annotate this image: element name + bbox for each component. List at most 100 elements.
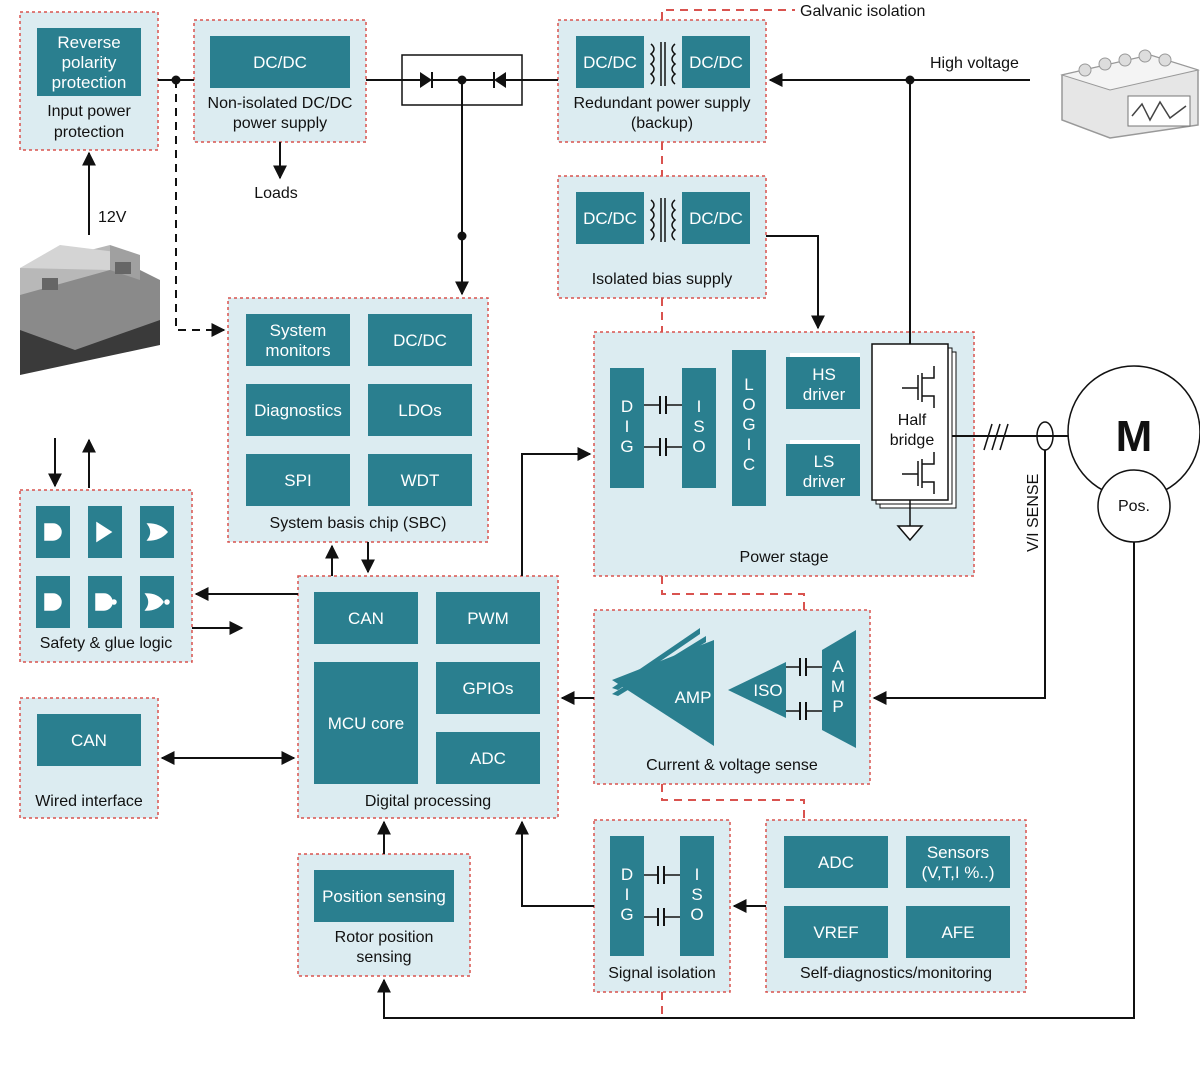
ps-dig-i: I xyxy=(625,417,630,436)
system-basis-chip: System monitors DC/DC Diagnostics LDOs S… xyxy=(227,297,489,543)
self-diag-label: Self-diagnostics/monitoring xyxy=(800,965,992,982)
ps-logic-c: C xyxy=(743,455,755,474)
sbc-ldos: LDOs xyxy=(398,401,441,420)
safety-logic-label: Safety & glue logic xyxy=(40,635,173,652)
dp-can: CAN xyxy=(348,609,384,628)
position-sensing-block: Position sensing xyxy=(322,887,446,906)
power-stage: D I G I S O L O G I C HS driver LS drive… xyxy=(593,331,975,577)
sbc-label: System basis chip (SBC) xyxy=(270,515,447,532)
high-voltage-source: High voltage xyxy=(930,49,1200,139)
half-bridge-line2: bridge xyxy=(890,432,935,449)
isolated-bias-supply: DC/DC DC/DC Isolated bias supply xyxy=(557,175,767,299)
dp-adc: ADC xyxy=(470,749,506,768)
si-dig-d: D xyxy=(621,865,633,884)
sbc-wdt: WDT xyxy=(401,471,440,490)
hv-battery-icon xyxy=(1060,49,1200,139)
redundant-power-supply: DC/DC DC/DC Redundant power supply (back… xyxy=(557,19,767,143)
or-gate-icon xyxy=(146,523,168,541)
transformer-icon xyxy=(649,198,677,242)
motor-label: M xyxy=(1116,412,1153,461)
and-gate-icon xyxy=(44,593,62,611)
buffer-gate-icon xyxy=(96,521,113,543)
sd-sensors-line1: Sensors xyxy=(927,843,989,862)
redundant-label-line1: Redundant power supply xyxy=(573,95,750,112)
power-stage-label: Power stage xyxy=(740,549,829,566)
input-power-label-line1: Input power xyxy=(47,103,131,120)
rotor-position-label-line2: sensing xyxy=(356,949,411,966)
wired-can: CAN xyxy=(71,731,107,750)
dp-pwm: PWM xyxy=(467,609,509,628)
battery-icon xyxy=(20,245,160,375)
battery-voltage-label: 12V xyxy=(98,209,127,226)
si-dig-i: I xyxy=(625,885,630,904)
ps-logic-g: G xyxy=(742,415,755,434)
loads-label: Loads xyxy=(254,185,298,202)
galvanic-isolation-barrier: Galvanic isolation xyxy=(661,3,925,1015)
bias-dcdc-right: DC/DC xyxy=(689,209,743,228)
digital-processing: CAN PWM MCU core GPIOs ADC Digital proce… xyxy=(297,575,559,819)
nonisolated-dcdc-block: DC/DC xyxy=(253,53,307,72)
connections xyxy=(158,73,1135,1019)
rotor-position-sensing: Position sensing Rotor position sensing xyxy=(297,853,471,977)
reverse-polarity-line1: Reverse xyxy=(57,33,120,52)
capacitor-icon xyxy=(644,908,680,926)
ps-iso-o: O xyxy=(692,437,705,456)
current-voltage-sense: AMP ISO A M P Current & voltage sense xyxy=(593,609,871,785)
ps-dig-g: G xyxy=(620,437,633,456)
sbc-spi: SPI xyxy=(284,471,311,490)
safety-glue-logic: Safety & glue logic xyxy=(19,438,193,663)
nor-gate-icon xyxy=(144,593,170,611)
sd-sensors-line2: (V,T,I %..) xyxy=(921,863,994,882)
ps-iso-s: S xyxy=(693,417,704,436)
reverse-polarity-line2: polarity xyxy=(62,53,117,72)
rotor-position-label-line1: Rotor position xyxy=(335,929,434,946)
wired-interface: CAN Wired interface xyxy=(19,697,159,819)
sbc-system-monitors-line1: System xyxy=(270,321,327,340)
sd-adc: ADC xyxy=(818,853,854,872)
si-iso-s: S xyxy=(691,885,702,904)
ls-driver-line1: LS xyxy=(814,452,835,471)
ps-iso-i: I xyxy=(697,397,702,416)
digital-processing-label: Digital processing xyxy=(365,793,491,810)
motor: M Pos. V/I SENSE xyxy=(1025,365,1200,552)
nonisolated-dcdc: DC/DC Non-isolated DC/DC power supply Lo… xyxy=(193,19,367,202)
redundant-label-line2: (backup) xyxy=(631,115,693,132)
capacitor-icon xyxy=(644,396,682,414)
sbc-dcdc: DC/DC xyxy=(393,331,447,350)
signal-isolation-label: Signal isolation xyxy=(608,965,716,982)
redundant-dcdc-right: DC/DC xyxy=(689,53,743,72)
capacitor-icon xyxy=(786,702,822,720)
galvanic-isolation-label: Galvanic isolation xyxy=(800,3,925,20)
capacitor-icon xyxy=(786,658,822,676)
cvs-amp1: AMP xyxy=(675,688,712,707)
si-iso-o: O xyxy=(690,905,703,924)
isolated-bias-label: Isolated bias supply xyxy=(592,271,733,288)
dp-mcu-core: MCU core xyxy=(328,714,405,733)
ps-logic-l: L xyxy=(744,375,753,394)
bias-dcdc-left: DC/DC xyxy=(583,209,637,228)
cvs-amp2-a: A xyxy=(832,657,844,676)
nonisolated-dcdc-label-line2: power supply xyxy=(233,115,327,132)
cvs-iso: ISO xyxy=(753,681,782,700)
high-voltage-label: High voltage xyxy=(930,55,1019,72)
cvs-amp2-p: P xyxy=(832,697,843,716)
capacitor-icon xyxy=(644,866,680,884)
ps-dig-d: D xyxy=(621,397,633,416)
capacitor-icon xyxy=(644,438,682,456)
transformer-icon xyxy=(649,42,677,86)
nonisolated-dcdc-label-line1: Non-isolated DC/DC xyxy=(208,95,353,112)
hs-driver-line1: HS xyxy=(812,365,836,384)
cv-sense-label: Current & voltage sense xyxy=(646,757,818,774)
hs-driver-line2: driver xyxy=(803,385,846,404)
and-gate-icon xyxy=(44,523,62,541)
si-iso-i: I xyxy=(695,865,700,884)
ls-driver-line2: driver xyxy=(803,472,846,491)
mosfet-icon xyxy=(902,452,935,494)
half-bridge: Half bridge xyxy=(871,343,957,509)
sbc-system-monitors-line2: monitors xyxy=(265,341,330,360)
sd-afe: AFE xyxy=(941,923,974,942)
dp-gpios: GPIOs xyxy=(462,679,513,698)
redundant-dcdc-left: DC/DC xyxy=(583,53,637,72)
half-bridge-line1: Half xyxy=(898,412,927,429)
